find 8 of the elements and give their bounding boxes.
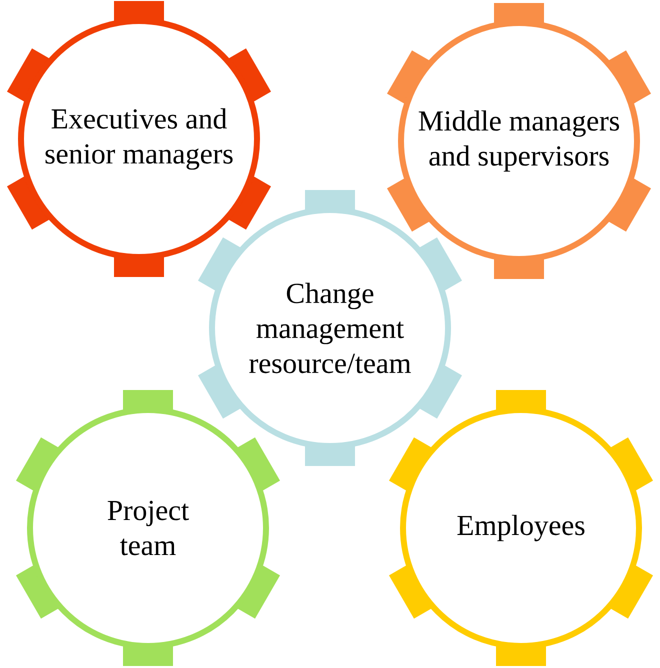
node-label: Project team [108, 500, 189, 556]
gear: Project team [16, 390, 280, 666]
gear: Employees [389, 390, 654, 666]
node-label: Middle managers and supervisors [418, 110, 620, 172]
node-label: Employees [457, 514, 584, 542]
gear: Change management resource/team [198, 190, 462, 466]
gear: Executives and senior managers [7, 1, 272, 277]
gear: Middle managers and supervisors [387, 3, 652, 279]
